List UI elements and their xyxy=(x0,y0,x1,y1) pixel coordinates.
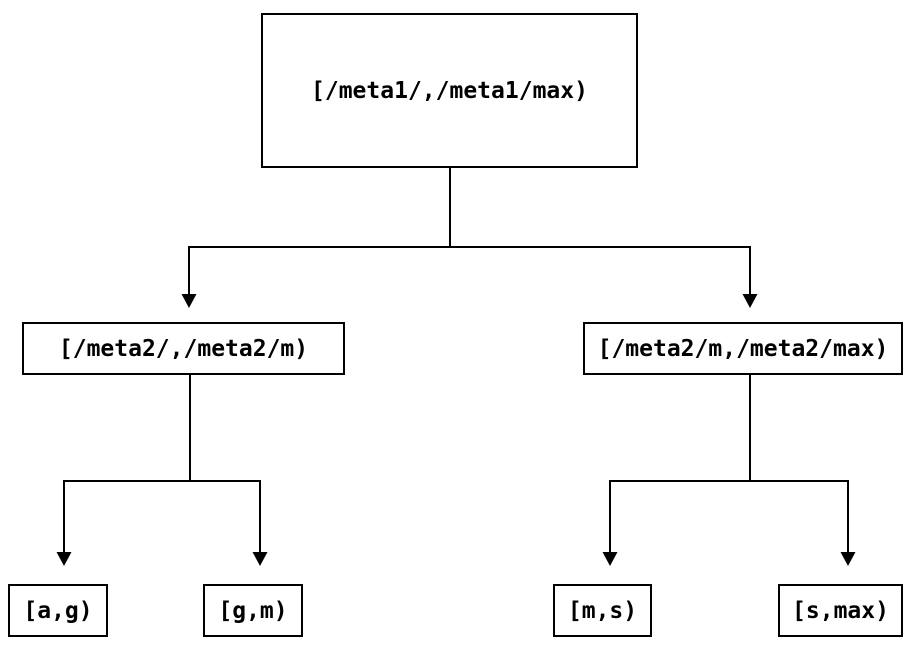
arrowhead-down-icon xyxy=(602,552,618,566)
tree-node-leaf-ms: [m,s) xyxy=(553,584,652,637)
tree-node-leaf-smax-label: [s,max) xyxy=(792,597,889,624)
arrowhead-down-icon xyxy=(840,552,856,566)
arrowhead-down-icon xyxy=(181,294,197,308)
tree-node-leaf-ag-label: [a,g) xyxy=(23,597,93,624)
tree-node-leaf-smax: [s,max) xyxy=(778,584,903,637)
arrowhead-down-icon xyxy=(56,552,72,566)
tree-node-leaf-ms-label: [m,s) xyxy=(567,597,638,624)
tree-node-left-child: [/meta2/,/meta2/m) xyxy=(22,322,345,375)
tree-node-root-label: [/meta1/,/meta1/max) xyxy=(311,77,588,104)
edge-left-child-to-leaves xyxy=(56,375,268,566)
tree-node-leaf-gm-label: [g,m) xyxy=(218,597,288,624)
tree-node-left-child-label: [/meta2/,/meta2/m) xyxy=(58,335,309,362)
tree-node-leaf-gm: [g,m) xyxy=(203,584,303,637)
edge-right-child-to-leaves xyxy=(602,375,856,566)
arrowhead-down-icon xyxy=(742,294,758,308)
arrowhead-down-icon xyxy=(252,552,268,566)
tree-node-right-child: [/meta2/m,/meta2/max) xyxy=(583,322,903,375)
tree-node-root: [/meta1/,/meta1/max) xyxy=(261,13,638,168)
tree-node-leaf-ag: [a,g) xyxy=(8,584,108,637)
edge-root-to-children xyxy=(181,168,758,308)
tree-node-right-child-label: [/meta2/m,/meta2/max) xyxy=(597,335,889,362)
